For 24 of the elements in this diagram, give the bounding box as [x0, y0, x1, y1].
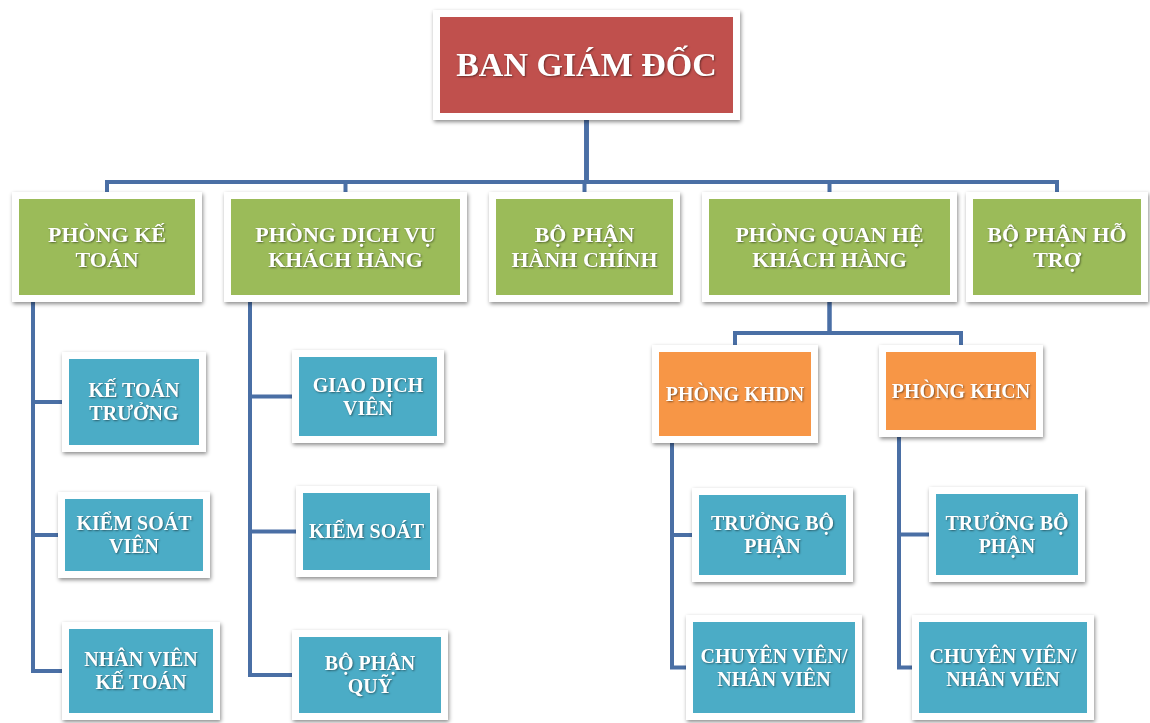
box-label: KIỂM SOÁT VIÊN — [75, 512, 193, 558]
connector-line — [827, 302, 963, 345]
connector-line — [897, 437, 912, 670]
connector-line — [584, 120, 1059, 192]
box-label: PHÒNG KHDN — [664, 382, 806, 406]
box-label: TRƯỞNG BỘ PHẬN — [709, 512, 836, 558]
box-label: CHUYÊN VIÊN/ NHÂN VIÊN — [928, 644, 1078, 691]
box-label: KIỂM SOÁT — [308, 520, 425, 543]
box-label: PHÒNG KẾ TOÁN — [47, 221, 167, 273]
connector-line — [670, 443, 686, 670]
connector-line — [31, 302, 62, 673]
box-label: BAN GIÁM ĐỐC — [455, 45, 718, 85]
box-label: TRƯỞNG BỘ PHẬN — [944, 511, 1070, 558]
box-label: KẾ TOÁN TRƯỞNG — [87, 379, 181, 425]
box-label: PHÒNG KHCN — [890, 379, 1032, 403]
box-label: BỘ PHẬN QUỸ — [323, 652, 417, 698]
box-label: BỘ PHẬN HÀNH CHÍNH — [510, 221, 659, 273]
box-label: GIAO DỊCH VIÊN — [311, 373, 425, 420]
box-label: BỘ PHẬN HỖ TRỢ — [986, 221, 1128, 273]
box-label: PHÒNG QUAN HỆ KHÁCH HÀNG — [734, 221, 925, 273]
connector-line — [248, 302, 292, 677]
box-label: PHÒNG DỊCH VỤ KHÁCH HÀNG — [254, 221, 437, 273]
box-label: NHÂN VIÊN KẾ TOÁN — [83, 648, 199, 694]
box-label: CHUYÊN VIÊN/ NHÂN VIÊN — [699, 644, 849, 691]
